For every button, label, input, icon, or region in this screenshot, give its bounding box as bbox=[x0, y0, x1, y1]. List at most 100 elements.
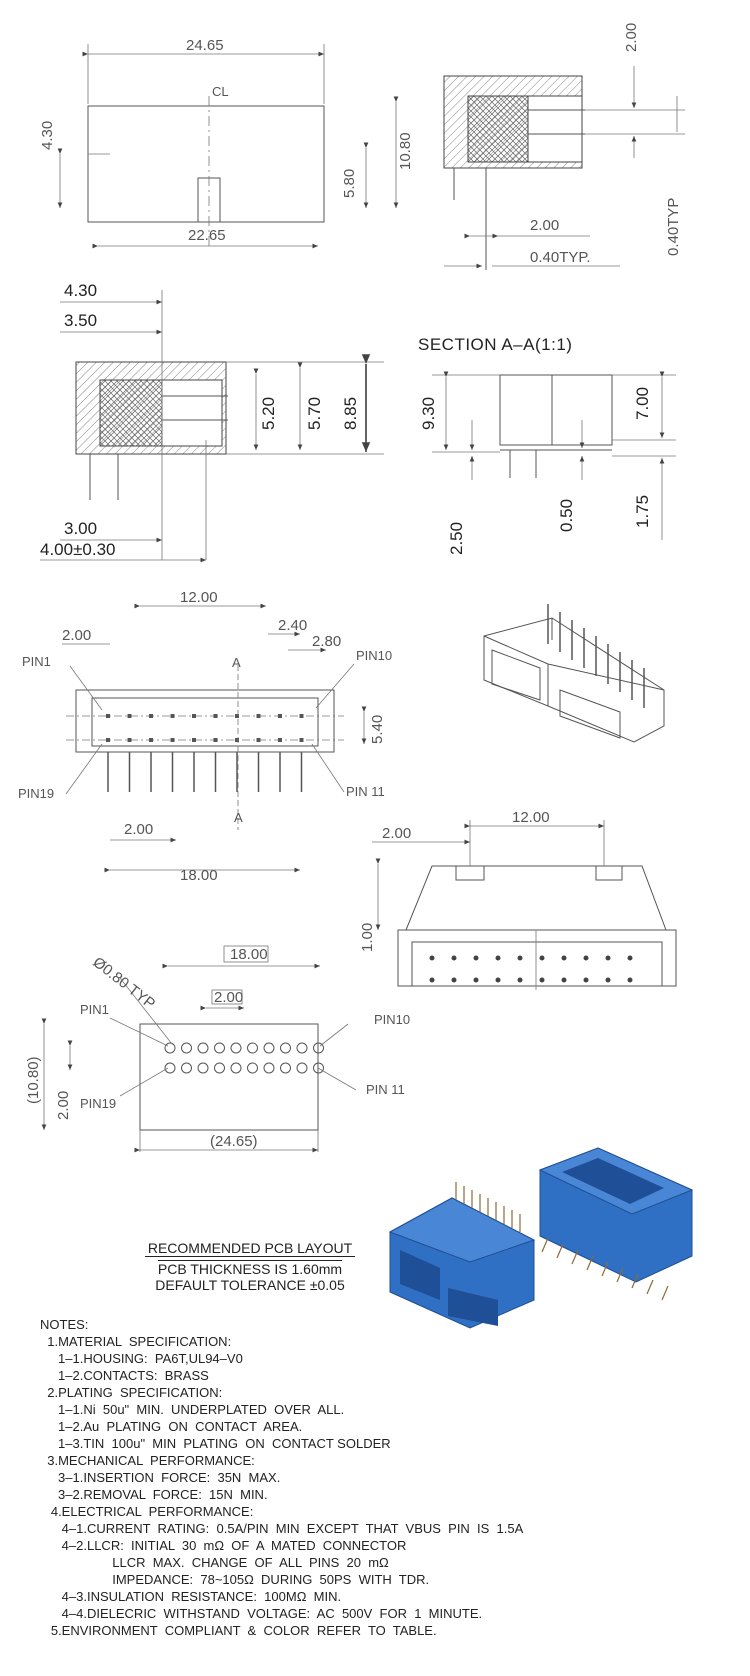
bottom-pin-top bbox=[627, 955, 633, 961]
bottom-view: 2.00 12.00 1.00 bbox=[359, 809, 677, 990]
dim-bottom-pitch: 2.00 bbox=[382, 825, 411, 842]
dim-pitch-vertical: 2.00 bbox=[623, 23, 640, 52]
pcb-hole-top bbox=[280, 1042, 291, 1054]
label-pcb-pin19: PIN19 bbox=[80, 1096, 116, 1111]
notes-block: NOTES: 1.MATERIAL SPECIFICATION: 1–1.HOU… bbox=[40, 1316, 560, 1639]
bottom-pin-top bbox=[605, 955, 611, 961]
dim-front-offset1: 2.40 bbox=[278, 617, 307, 634]
pcb-thickness-note: PCB THICKNESS IS 1.60mm bbox=[157, 1260, 343, 1277]
note-line: 1–3.TIN 100u" MIN PLATING ON CONTACT SOL… bbox=[40, 1436, 391, 1451]
front-view: 12.00 2.00 2.40 2.80 5.40 2.00 18.00 PIN… bbox=[18, 589, 392, 884]
note-line: 4–1.CURRENT RATING: 0.5A/PIN MIN EXCEPT … bbox=[40, 1521, 524, 1536]
bottom-pin-bottom bbox=[451, 977, 457, 983]
front-pin-bottom bbox=[299, 738, 304, 742]
front-pin-bottom bbox=[192, 738, 196, 742]
dim-end-body: 7.00 bbox=[633, 387, 652, 420]
label-pcb-pin1: PIN1 bbox=[80, 1002, 109, 1017]
pcb-hole-top bbox=[197, 1042, 209, 1054]
note-line: 3.MECHANICAL PERFORMANCE: bbox=[40, 1453, 255, 1468]
dim-bottom-width: 22.65 bbox=[188, 227, 226, 244]
note-line: 4.ELECTRICAL PERFORMANCE: bbox=[40, 1504, 254, 1519]
connector-render-left bbox=[388, 1182, 536, 1329]
bottom-pin-top bbox=[517, 955, 523, 961]
note-line: IMPEDANCE: 78~105Ω DURING 50PS WITH TDR. bbox=[40, 1572, 430, 1587]
right-render-pin bbox=[646, 1279, 654, 1295]
bottom-pin-bottom bbox=[627, 977, 633, 983]
dim-tail-typ: 0.40TYP. bbox=[530, 249, 591, 266]
front-pin-bottom bbox=[213, 738, 218, 742]
pcb-hole-bottom bbox=[296, 1062, 308, 1074]
note-line: 4–2.LLCR: INITIAL 30 mΩ OF A MATED CONNE… bbox=[40, 1538, 407, 1553]
dim-end-height: 9.30 bbox=[419, 397, 438, 430]
bottom-pin-bottom bbox=[605, 977, 611, 983]
front-pin-grid bbox=[106, 714, 304, 792]
dim-pcb-row: 2.00 bbox=[55, 1091, 72, 1120]
connector-render-right bbox=[538, 1147, 694, 1301]
end-view: 9.30 7.00 2.50 0.50 1.75 bbox=[419, 371, 676, 555]
bottom-pin-top bbox=[583, 955, 589, 961]
top-view: 24.65 CL 4.30 5.80 10.80 22.65 bbox=[39, 37, 414, 250]
dim-end-pcb: 0.50 bbox=[557, 499, 576, 532]
label-front-pin11: PIN 11 bbox=[346, 784, 385, 799]
dim-front-span: 12.00 bbox=[180, 589, 218, 606]
dim-section-b: 3.50 bbox=[64, 311, 97, 330]
front-pin-bottom bbox=[256, 738, 261, 742]
label-front-pin1: PIN1 bbox=[22, 654, 51, 669]
note-line: 5.ENVIRONMENT COMPLIANT & COLOR REFER TO… bbox=[40, 1623, 437, 1638]
dim-section-e: 8.85 bbox=[341, 397, 360, 430]
pcb-hole-top bbox=[181, 1042, 192, 1054]
note-line: NOTES: bbox=[40, 1317, 89, 1332]
note-line: 1–2.CONTACTS: BRASS bbox=[40, 1368, 209, 1383]
right-render-pin bbox=[616, 1267, 624, 1283]
dim-pcb-height: (10.80) bbox=[25, 1056, 42, 1104]
front-pin-top bbox=[192, 714, 196, 718]
iso-line-drawing bbox=[483, 604, 665, 743]
dim-front-total: 18.00 bbox=[180, 867, 218, 884]
front-pin-top bbox=[149, 714, 153, 718]
pcb-hole-top bbox=[214, 1042, 225, 1054]
front-pin-top bbox=[235, 714, 239, 718]
dim-inner-height: 5.80 bbox=[341, 169, 358, 198]
dim-section-d: 5.70 bbox=[305, 397, 324, 430]
dim-pin-typ-vertical: 0.40TYP bbox=[665, 198, 682, 256]
front-pin-top bbox=[213, 714, 218, 718]
label-pcb-pin10: PIN10 bbox=[374, 1012, 410, 1027]
dim-front-offset2: 2.80 bbox=[312, 633, 341, 650]
front-pin-bottom bbox=[235, 738, 239, 742]
label-front-pin10: PIN10 bbox=[356, 648, 392, 663]
bottom-pin-bottom bbox=[517, 977, 523, 983]
note-line: 1.MATERIAL SPECIFICATION: bbox=[40, 1334, 232, 1349]
dim-front-rows: 5.40 bbox=[369, 715, 386, 744]
bottom-pin-top bbox=[451, 955, 457, 961]
pcb-hole-bottom bbox=[197, 1062, 209, 1074]
right-render-pin bbox=[661, 1285, 669, 1301]
note-line: 4–3.INSULATION RESISTANCE: 100MΩ MIN. bbox=[40, 1589, 342, 1604]
note-line: 1–1.HOUSING: PA6T,UL94–V0 bbox=[40, 1351, 243, 1366]
bottom-pin-bottom bbox=[473, 977, 479, 983]
label-section-a-bottom: A bbox=[234, 810, 243, 825]
front-pin-top bbox=[127, 714, 132, 718]
pcb-layout: 18.00 Ø0.80 TYP 2.00 (10.80) 2.00 (24.65… bbox=[25, 945, 410, 1153]
pcb-hole-bottom bbox=[313, 1062, 324, 1074]
bottom-pin-bottom bbox=[539, 977, 545, 983]
dim-top-height: 4.30 bbox=[39, 121, 56, 150]
bottom-pin-bottom bbox=[429, 977, 435, 983]
label-front-pin19: PIN19 bbox=[18, 786, 54, 801]
pcb-hole-bottom bbox=[164, 1062, 176, 1074]
dim-pcb-width: (24.65) bbox=[210, 1133, 258, 1150]
right-render-pin bbox=[556, 1243, 564, 1259]
front-pin-top bbox=[299, 714, 304, 718]
note-line: 3–1.INSERTION FORCE: 35N MAX. bbox=[40, 1470, 281, 1485]
bottom-pin-top bbox=[495, 955, 501, 961]
note-line: 1–1.Ni 50u" MIN. UNDERPLATED OVER ALL. bbox=[40, 1402, 345, 1417]
left-render-pins bbox=[455, 1182, 521, 1232]
bottom-pin-bottom bbox=[495, 977, 501, 983]
front-pin-bottom bbox=[278, 738, 282, 742]
pcb-hole-bottom bbox=[230, 1062, 242, 1074]
note-line: 3–2.REMOVAL FORCE: 15N MIN. bbox=[40, 1487, 268, 1502]
dim-end-standoff: 1.75 bbox=[633, 495, 652, 528]
dim-section-a: 4.30 bbox=[64, 281, 97, 300]
bottom-pin-bottom bbox=[561, 977, 567, 983]
note-line: 2.PLATING SPECIFICATION: bbox=[40, 1385, 223, 1400]
front-pin-top bbox=[278, 714, 282, 718]
